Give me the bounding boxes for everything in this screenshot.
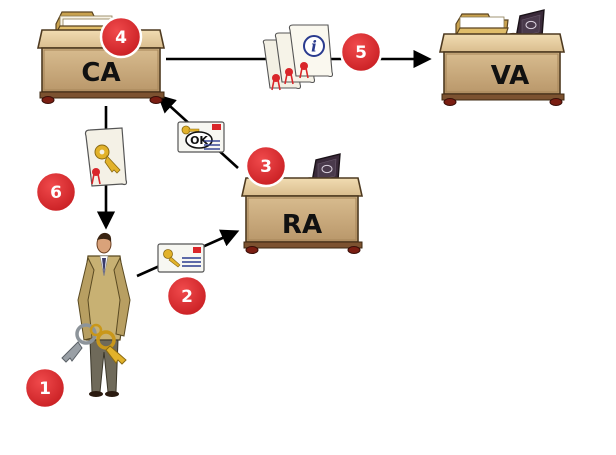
envelope-icon	[157, 243, 205, 273]
ok-certificate-card: OK	[177, 121, 225, 153]
step-badge-4: 4	[99, 15, 143, 59]
step-badge-1: 1	[23, 366, 67, 410]
key-certificate-scroll	[84, 127, 128, 187]
va-desk-label: VA	[491, 61, 529, 91]
key-icon	[163, 249, 181, 268]
va-desk: VA	[439, 9, 565, 106]
step-badge-6: 6	[34, 170, 78, 214]
svg-text:3: 3	[260, 157, 272, 177]
ok-mark: OK	[190, 134, 208, 147]
ra-desk: RA	[241, 153, 363, 254]
ra-desk-label: RA	[282, 210, 322, 240]
svg-text:6: 6	[50, 183, 62, 203]
step-badge-3: 3	[244, 144, 288, 188]
step-badge-2: 2	[165, 274, 209, 318]
person-icon	[77, 232, 131, 397]
info-mark: i	[311, 38, 317, 56]
certificate-stack: i	[262, 24, 334, 91]
ca-desk: CA	[37, 11, 165, 104]
key-icon	[181, 125, 200, 135]
keys-icon	[61, 323, 127, 365]
certificate-scroll-icon: i	[288, 24, 334, 79]
svg-text:5: 5	[355, 43, 367, 63]
step-badge-5: 5	[339, 30, 383, 74]
svg-text:2: 2	[181, 287, 193, 307]
svg-text:4: 4	[115, 28, 127, 48]
info-icon	[303, 35, 325, 57]
svg-text:1: 1	[39, 379, 51, 399]
key-icon	[94, 144, 121, 174]
ca-desk-label: CA	[81, 58, 120, 88]
